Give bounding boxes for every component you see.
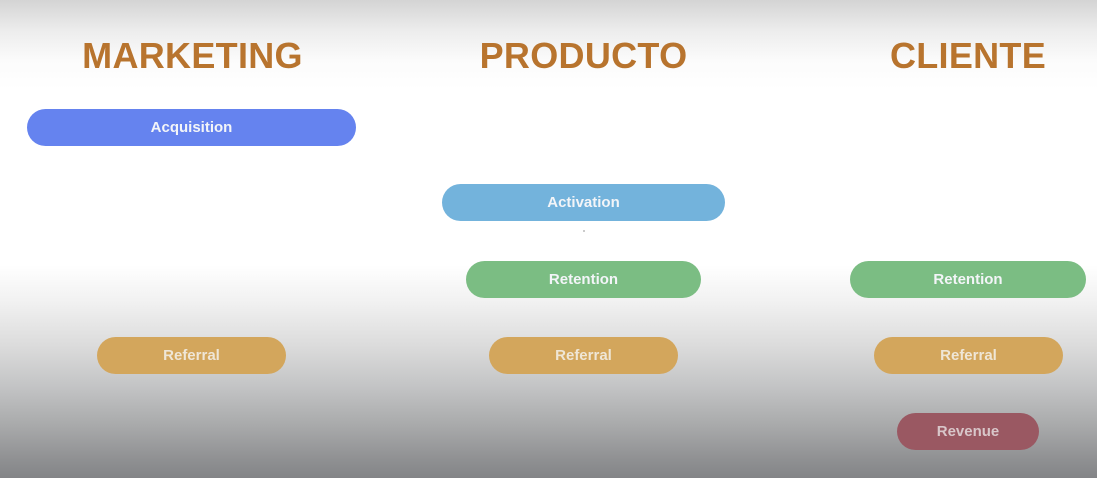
stage-pill-producto-retention: Retention bbox=[466, 261, 701, 298]
stage-pill-cliente-referral: Referral bbox=[874, 337, 1063, 374]
column-title-producto: PRODUCTO bbox=[479, 35, 688, 76]
stage-pill-marketing-referral: Referral bbox=[97, 337, 286, 374]
stage-pill-producto-activation: Activation bbox=[442, 184, 725, 221]
column-title-cliente: CLIENTE bbox=[889, 35, 1047, 76]
stage-pill-cliente-retention: Retention bbox=[850, 261, 1086, 298]
decorative-dot bbox=[583, 230, 585, 232]
stage-pill-cliente-revenue: Revenue bbox=[897, 413, 1039, 450]
column-title-marketing: MARKETING bbox=[82, 35, 303, 76]
stage-pill-marketing-acquisition: Acquisition bbox=[27, 109, 356, 146]
stage-pill-producto-referral: Referral bbox=[489, 337, 678, 374]
